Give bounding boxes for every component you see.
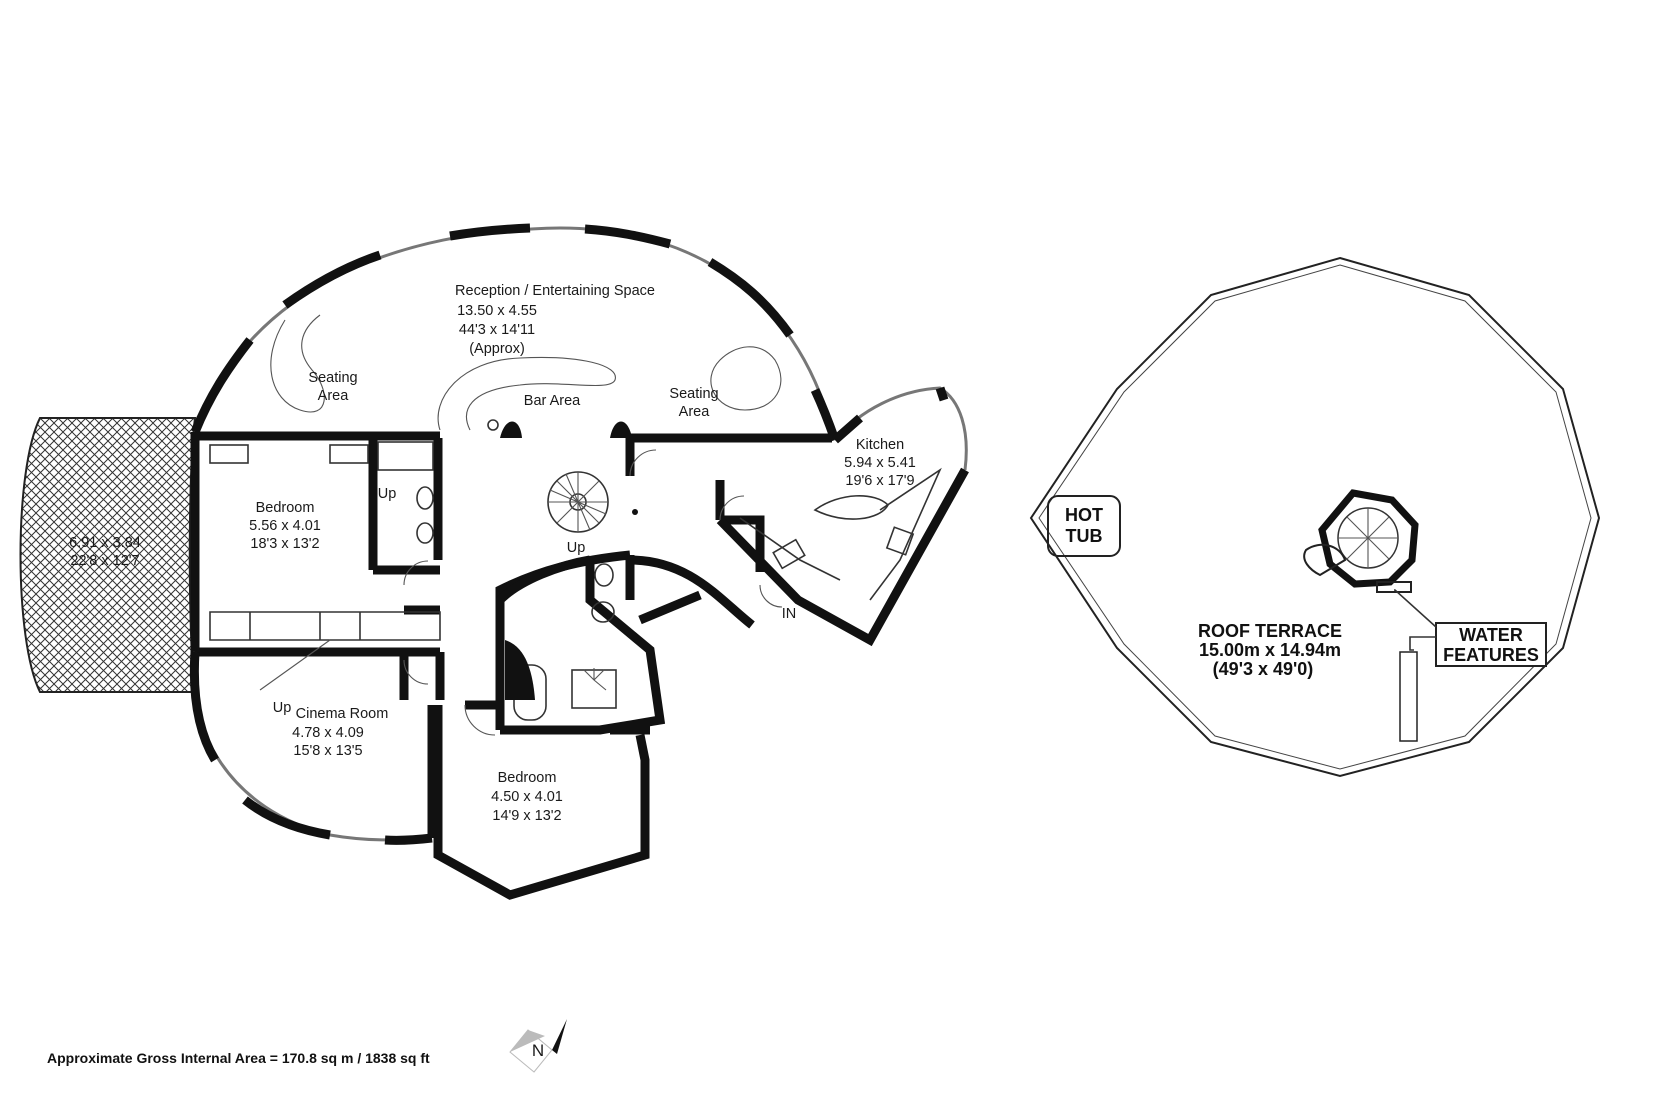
bathroom-toilet (594, 563, 614, 587)
bedroom2-walls (433, 700, 650, 900)
terrace-metric: 6.91 x 3.84 (69, 535, 141, 551)
hot-tub-line2: TUB (1066, 526, 1103, 546)
up-label-stair: Up (567, 540, 586, 556)
bedroom2-name: Bedroom (498, 770, 557, 786)
bathroom-dark-corner (505, 640, 535, 700)
door-swing-3 (629, 449, 657, 477)
cinema-wall-solid-segments (189, 651, 433, 845)
reception-wall-solid-segments (190, 223, 840, 442)
cinema-imperial: 15'8 x 13'5 (293, 743, 362, 759)
compass-rose: N (509, 1019, 567, 1073)
kitchen-metric: 5.94 x 5.41 (844, 455, 916, 471)
bedroom1-wardrobes (209, 611, 441, 641)
reception-name: Reception / Entertaining Space (455, 283, 655, 299)
reception-note: (Approx) (469, 341, 525, 357)
gross-internal-area: Approximate Gross Internal Area = 170.8 … (47, 1050, 430, 1066)
seating-left-shape (270, 314, 325, 413)
hot-tub-line1: HOT (1065, 505, 1103, 525)
bedroom2-door-swing (464, 704, 496, 736)
bedroom1-window-seat-left (209, 444, 249, 464)
kitchen-island (813, 495, 889, 520)
up-label-cinema: Up (273, 700, 292, 716)
main-floor-plan: Reception / Entertaining Space 13.50 x 4… (19, 223, 969, 900)
seating-left-line2: Area (318, 388, 350, 404)
kitchen-imperial: 19'6 x 17'9 (845, 473, 914, 489)
cinema-stair-line (259, 639, 331, 691)
reception-metric: 13.50 x 4.55 (457, 303, 537, 319)
water-features-leader-2 (1394, 589, 1437, 628)
kitchen-walls (715, 386, 969, 647)
compass-north-label: N (532, 1041, 544, 1060)
cinema-name: Cinema Room (296, 706, 389, 722)
spiral-staircase (547, 471, 609, 533)
newel-dot (632, 509, 638, 515)
door-swing-1 (403, 560, 429, 586)
roof-terrace-imperial: (49'3 x 49'0) (1213, 659, 1314, 679)
water-feature-channel (1399, 651, 1418, 742)
entrance-label: IN (782, 606, 797, 622)
water-features-label-box (1435, 622, 1547, 667)
bar-column-left (500, 421, 522, 438)
bar-stool (487, 419, 499, 431)
roof-terrace-metric: 15.00m x 14.94m (1199, 640, 1341, 660)
bedroom2-metric: 4.50 x 4.01 (491, 789, 563, 805)
roof-spiral-stair (1303, 489, 1419, 593)
door-swing-5 (759, 584, 783, 608)
kitchen-name: Kitchen (856, 437, 904, 453)
bedroom1-imperial: 18'3 x 13'2 (250, 536, 319, 552)
shower-head-lines (583, 668, 607, 691)
ensuite-basin (416, 522, 434, 544)
bar-column-right (610, 421, 632, 438)
water-features-leader-1 (1409, 636, 1436, 651)
bedroom1-window-seat-right (329, 444, 369, 464)
bathroom-walls (495, 555, 666, 735)
kitchen-counter (739, 467, 942, 601)
bedroom1-metric: 5.56 x 4.01 (249, 518, 321, 534)
bedroom1-walls (190, 438, 443, 657)
north-arrow-icon (552, 1019, 567, 1054)
reception-imperial: 44'3 x 14'11 (459, 322, 535, 338)
water-features-line2: FEATURES (1443, 645, 1539, 665)
bedroom1-name: Bedroom (256, 500, 315, 516)
door-swing-4 (719, 495, 745, 521)
roof-dodecagon-inner (1038, 264, 1592, 770)
seating-right-line2: Area (679, 404, 711, 420)
bathroom-basin (591, 601, 615, 623)
bedroom2-imperial: 14'9 x 13'2 (492, 808, 561, 824)
seating-right-line1: Seating (669, 386, 718, 402)
roof-terrace-title: ROOF TERRACE (1198, 621, 1342, 641)
bar-area-label: Bar Area (524, 393, 581, 409)
kitchen-hob (885, 526, 915, 556)
water-features-line1: WATER (1459, 625, 1523, 645)
hot-tub-box (1047, 495, 1121, 557)
kitchen-sink (772, 538, 806, 570)
bar-counter-shape (437, 356, 616, 431)
ensuite-toilet (416, 486, 434, 510)
terrace-imperial: 22'8 x 12'7 (70, 553, 139, 569)
seating-left-line1: Seating (308, 370, 357, 386)
cinema-metric: 4.78 x 4.09 (292, 725, 364, 741)
outdoor-terrace-hatched (19, 417, 197, 693)
seating-right-shape (710, 346, 782, 411)
door-swing-2 (403, 659, 429, 685)
ensuite-shower (377, 441, 434, 471)
reception-lower-wall (195, 431, 832, 443)
roof-dodecagon-outline (1029, 256, 1601, 778)
up-label-ensuite: Up (378, 486, 397, 502)
roof-terrace-plan: HOT TUB ROOF TERRACE 15.00m x 14.94m (49… (1029, 256, 1601, 778)
